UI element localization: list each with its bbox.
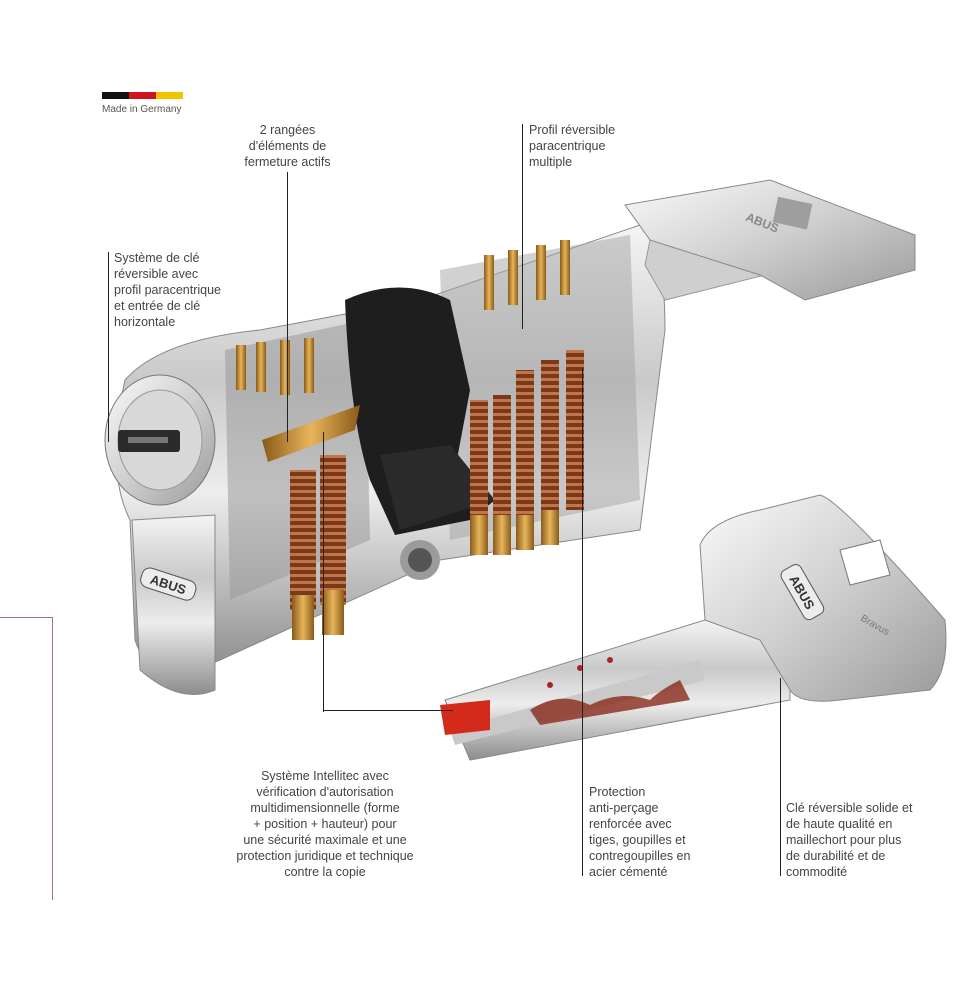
flag-gold: [156, 92, 183, 99]
callout-line-intellitec-h: [323, 710, 453, 711]
callout-line-key-system: [108, 252, 109, 442]
made-in-germany: Made in Germany: [102, 104, 182, 115]
side-frame: [0, 617, 53, 900]
german-flag-icon: [102, 92, 183, 99]
pins-left: [236, 338, 360, 640]
pins-right: [470, 240, 584, 555]
callout-line-rows: [287, 172, 288, 442]
inserted-key: ABUS: [624, 179, 916, 301]
reversible-key: ABUS Bravus: [440, 494, 947, 761]
callout-line-profile: [522, 124, 523, 329]
label-intellitec: Système Intellitec avec vérification d'a…: [236, 769, 414, 879]
label-profile: Profil réversible paracentrique multiple: [529, 123, 616, 169]
label-rows: 2 rangées d'éléments de fermeture actifs: [244, 123, 331, 169]
flag-red: [129, 92, 156, 99]
cylinder-body: ABUS: [104, 224, 666, 695]
callout-line-intellitec-v: [323, 432, 324, 712]
callout-line-drill: [582, 368, 583, 876]
callout-line-key-material: [780, 678, 781, 876]
flag-black: [102, 92, 129, 99]
label-key-system: Système de clé réversible avec profil pa…: [114, 251, 222, 329]
label-key-material: Clé réversible solide et de haute qualit…: [786, 801, 913, 879]
label-drill: Protection anti-perçage renforcée avec t…: [589, 785, 691, 879]
